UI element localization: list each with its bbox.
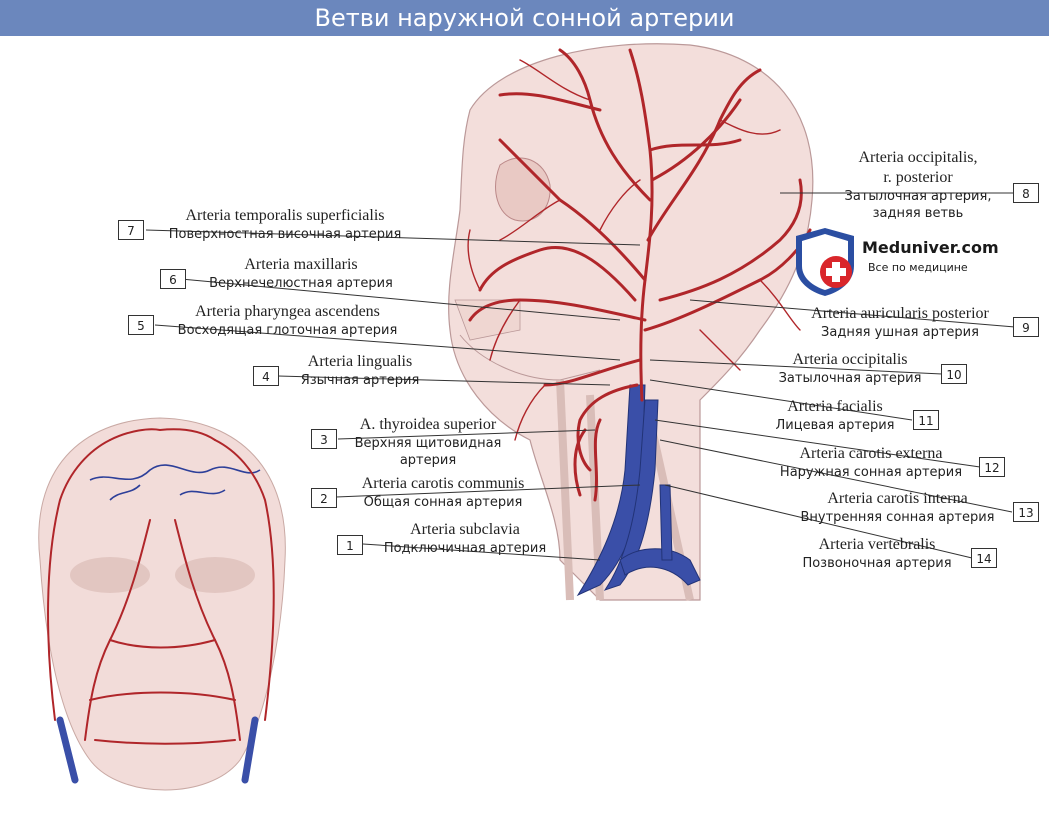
label-7-russian: Поверхностная височная артерия — [145, 226, 425, 243]
label-number-4: 4 — [253, 366, 279, 386]
label-2-latin: Arteria carotis communis — [338, 474, 548, 494]
label-3-latin: A. thyroidea superior — [338, 415, 518, 435]
shield-logo-icon — [792, 226, 858, 298]
label-6: Arteria maxillaris Верхнечелюстная артер… — [186, 255, 416, 292]
label-11: Arteria facialis Лицевая артерия — [755, 397, 915, 434]
label-3: A. thyroidea superior Верхняя щитовидная… — [338, 415, 518, 469]
label-11-latin: Arteria facialis — [755, 397, 915, 417]
label-8-latin: Arteria occipitalis, — [828, 148, 1008, 168]
label-number-3: 3 — [311, 429, 337, 449]
label-14-latin: Arteria vertebralis — [785, 535, 969, 555]
label-number-9: 9 — [1013, 317, 1039, 337]
label-5-latin: Arteria pharyngea ascendens — [155, 302, 420, 322]
label-9-russian: Задняя ушная артерия — [785, 324, 1015, 341]
label-9: Arteria auricularis posterior Задняя ушн… — [785, 304, 1015, 341]
label-4-russian: Язычная артерия — [280, 372, 440, 389]
label-number-6: 6 — [160, 269, 186, 289]
label-9-latin: Arteria auricularis posterior — [785, 304, 1015, 324]
label-12-latin: Arteria carotis externa — [765, 444, 977, 464]
label-7: Arteria temporalis superficialis Поверхн… — [145, 206, 425, 243]
label-14: Arteria vertebralis Позвоночная артерия — [785, 535, 969, 572]
label-10-latin: Arteria occipitalis — [760, 350, 940, 370]
meduniver-logo: Meduniver.com Все по медицине — [792, 226, 1012, 298]
label-1-russian: Подключичная артерия — [365, 540, 565, 557]
label-13: Arteria carotis interna Внутренняя сонна… — [785, 489, 1010, 526]
label-1-latin: Arteria subclavia — [365, 520, 565, 540]
label-number-14: 14 — [971, 548, 997, 568]
label-4-latin: Arteria lingualis — [280, 352, 440, 372]
label-4: Arteria lingualis Язычная артерия — [280, 352, 440, 389]
label-8-russian-line2: задняя ветвь — [828, 205, 1008, 222]
label-number-11: 11 — [913, 410, 939, 430]
label-number-13: 13 — [1013, 502, 1039, 522]
label-11-russian: Лицевая артерия — [755, 417, 915, 434]
label-5: Arteria pharyngea ascendens Восходящая г… — [155, 302, 420, 339]
label-number-8: 8 — [1013, 183, 1039, 203]
label-6-latin: Arteria maxillaris — [186, 255, 416, 275]
page-title: Ветви наружной сонной артерии — [0, 0, 1049, 36]
label-12: Arteria carotis externa Наружная сонная … — [765, 444, 977, 481]
label-13-latin: Arteria carotis interna — [785, 489, 1010, 509]
label-12-russian: Наружная сонная артерия — [765, 464, 977, 481]
label-number-7: 7 — [118, 220, 144, 240]
label-14-russian: Позвоночная артерия — [785, 555, 969, 572]
label-3-russian-line2: артерия — [338, 452, 518, 469]
label-number-1: 1 — [337, 535, 363, 555]
label-3-russian: Верхняя щитовидная — [338, 435, 518, 452]
label-2: Arteria carotis communis Общая сонная ар… — [338, 474, 548, 511]
label-10: Arteria occipitalis Затылочная артерия — [760, 350, 940, 387]
label-8: Arteria occipitalis, r. posterior Затыло… — [828, 148, 1008, 222]
frontal-face-drawing — [39, 418, 286, 790]
label-6-russian: Верхнечелюстная артерия — [186, 275, 416, 292]
label-10-russian: Затылочная артерия — [760, 370, 940, 387]
label-number-12: 12 — [979, 457, 1005, 477]
label-13-russian: Внутренняя сонная артерия — [785, 509, 1010, 526]
label-1: Arteria subclavia Подключичная артерия — [365, 520, 565, 557]
label-7-latin: Arteria temporalis superficialis — [145, 206, 425, 226]
label-5-russian: Восходящая глоточная артерия — [155, 322, 420, 339]
logo-name: Meduniver.com — [862, 238, 999, 257]
label-8-russian: Затылочная артерия, — [828, 188, 1008, 205]
label-2-russian: Общая сонная артерия — [338, 494, 548, 511]
logo-tagline: Все по медицине — [868, 261, 968, 274]
label-8-latin-line2: r. posterior — [828, 168, 1008, 188]
label-number-2: 2 — [311, 488, 337, 508]
label-number-10: 10 — [941, 364, 967, 384]
label-number-5: 5 — [128, 315, 154, 335]
